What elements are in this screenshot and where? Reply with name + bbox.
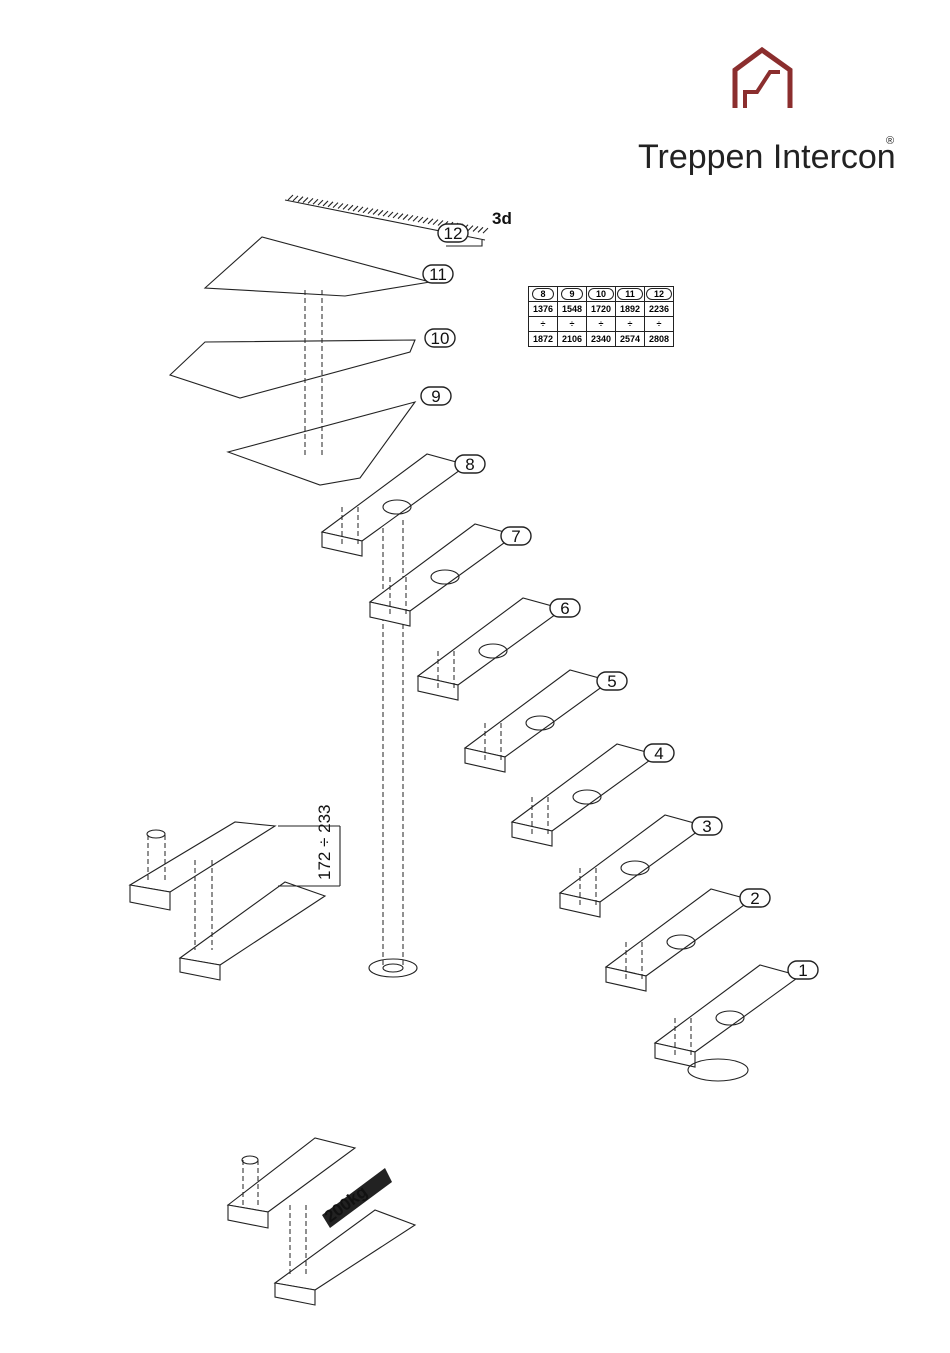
hatch-line: [418, 217, 423, 222]
tread-top: [560, 815, 705, 902]
base-plate: [688, 1059, 748, 1081]
hatch-line: [343, 204, 348, 209]
table-cell: 1720: [587, 302, 616, 317]
table-row: ÷ ÷ ÷ ÷ ÷: [529, 317, 674, 332]
hatch-line: [328, 202, 333, 207]
hatch-line: [353, 206, 358, 211]
tread-top: [606, 889, 751, 976]
tread-top: [418, 598, 563, 685]
hatch-line: [383, 211, 388, 216]
table-cell: ÷: [529, 317, 558, 332]
dimension-table: 8 9 10 11 12 1376 1548 1720 1892 2236 ÷ …: [528, 286, 674, 347]
table-cell: ÷: [645, 317, 674, 332]
hatch-line: [423, 218, 428, 223]
step-number: 6: [560, 599, 569, 618]
tread-top: [512, 744, 657, 831]
hatch-line: [483, 228, 488, 233]
table-cell: 10: [588, 288, 614, 300]
hatch-line: [333, 203, 338, 208]
hatch-line: [403, 215, 408, 220]
hatch-line: [338, 204, 343, 209]
hatch-line: [468, 226, 473, 231]
tread-group: [170, 237, 800, 1081]
table-cell: 2574: [616, 332, 645, 347]
hatch-line: [393, 213, 398, 218]
table-cell: 2340: [587, 332, 616, 347]
table-cell: 1376: [529, 302, 558, 317]
step-number: 3: [702, 817, 711, 836]
table-cell: 1872: [529, 332, 558, 347]
table-cell: 9: [561, 288, 582, 300]
logo: [735, 50, 790, 108]
hatch-line: [293, 196, 298, 201]
hatch-line: [318, 200, 323, 205]
step-number: 12: [444, 224, 463, 243]
hatch-line: [388, 212, 393, 217]
step-number: 8: [465, 455, 474, 474]
brand-name: Treppen Intercon: [638, 138, 896, 176]
table-cell: ÷: [616, 317, 645, 332]
table-cell: 2106: [558, 332, 587, 347]
hatch-line: [378, 210, 383, 215]
table-cell: ÷: [558, 317, 587, 332]
hatch-line: [373, 209, 378, 214]
winder-tread: [170, 340, 415, 398]
hatch-line: [368, 209, 373, 214]
hatch-line: [433, 220, 438, 225]
registered-mark: ®: [886, 135, 894, 147]
hatch-line: [308, 198, 313, 203]
tread-top: [655, 965, 800, 1052]
table-row: 1376 1548 1720 1892 2236: [529, 302, 674, 317]
hatch-line: [303, 198, 308, 203]
step-number: 11: [429, 265, 447, 284]
hatch-line: [413, 216, 418, 221]
dimension-range: 172 ÷ 233: [315, 804, 334, 880]
step-number: 2: [750, 889, 759, 908]
hatch-line: [288, 195, 293, 200]
top-note: 3d: [492, 209, 512, 228]
table-cell: 12: [646, 288, 672, 300]
table-cell: 2808: [645, 332, 674, 347]
step-number: 1: [798, 961, 807, 980]
detail-load: [228, 1138, 415, 1305]
hatch-line: [478, 227, 483, 232]
table-header-row: 8 9 10 11 12: [529, 287, 674, 302]
step-number: 7: [511, 527, 520, 546]
table-cell: ÷: [587, 317, 616, 332]
hatch-line: [363, 208, 368, 213]
hatch-line: [313, 199, 318, 204]
hatch-line: [358, 207, 363, 212]
tread-top: [370, 524, 515, 611]
hatch-line: [323, 201, 328, 206]
tread-top: [465, 670, 610, 757]
step-number: 9: [431, 387, 440, 406]
table-cell: 8: [532, 288, 553, 300]
table-cell: 1548: [558, 302, 587, 317]
hatch-line: [298, 197, 303, 202]
hatch-line: [348, 205, 353, 210]
table-cell: 1892: [616, 302, 645, 317]
detail-spacing: [130, 822, 340, 980]
table-row: 1872 2106 2340 2574 2808: [529, 332, 674, 347]
table-cell: 2236: [645, 302, 674, 317]
table-cell: 11: [617, 288, 643, 300]
step-number: 10: [431, 329, 450, 348]
step-number: 4: [654, 744, 663, 763]
hatch-line: [398, 214, 403, 219]
hatch-line: [408, 215, 413, 220]
step-number: 5: [607, 672, 616, 691]
hatch-line: [428, 219, 433, 224]
hatch-line: [473, 226, 478, 231]
winder-tread: [205, 237, 430, 296]
